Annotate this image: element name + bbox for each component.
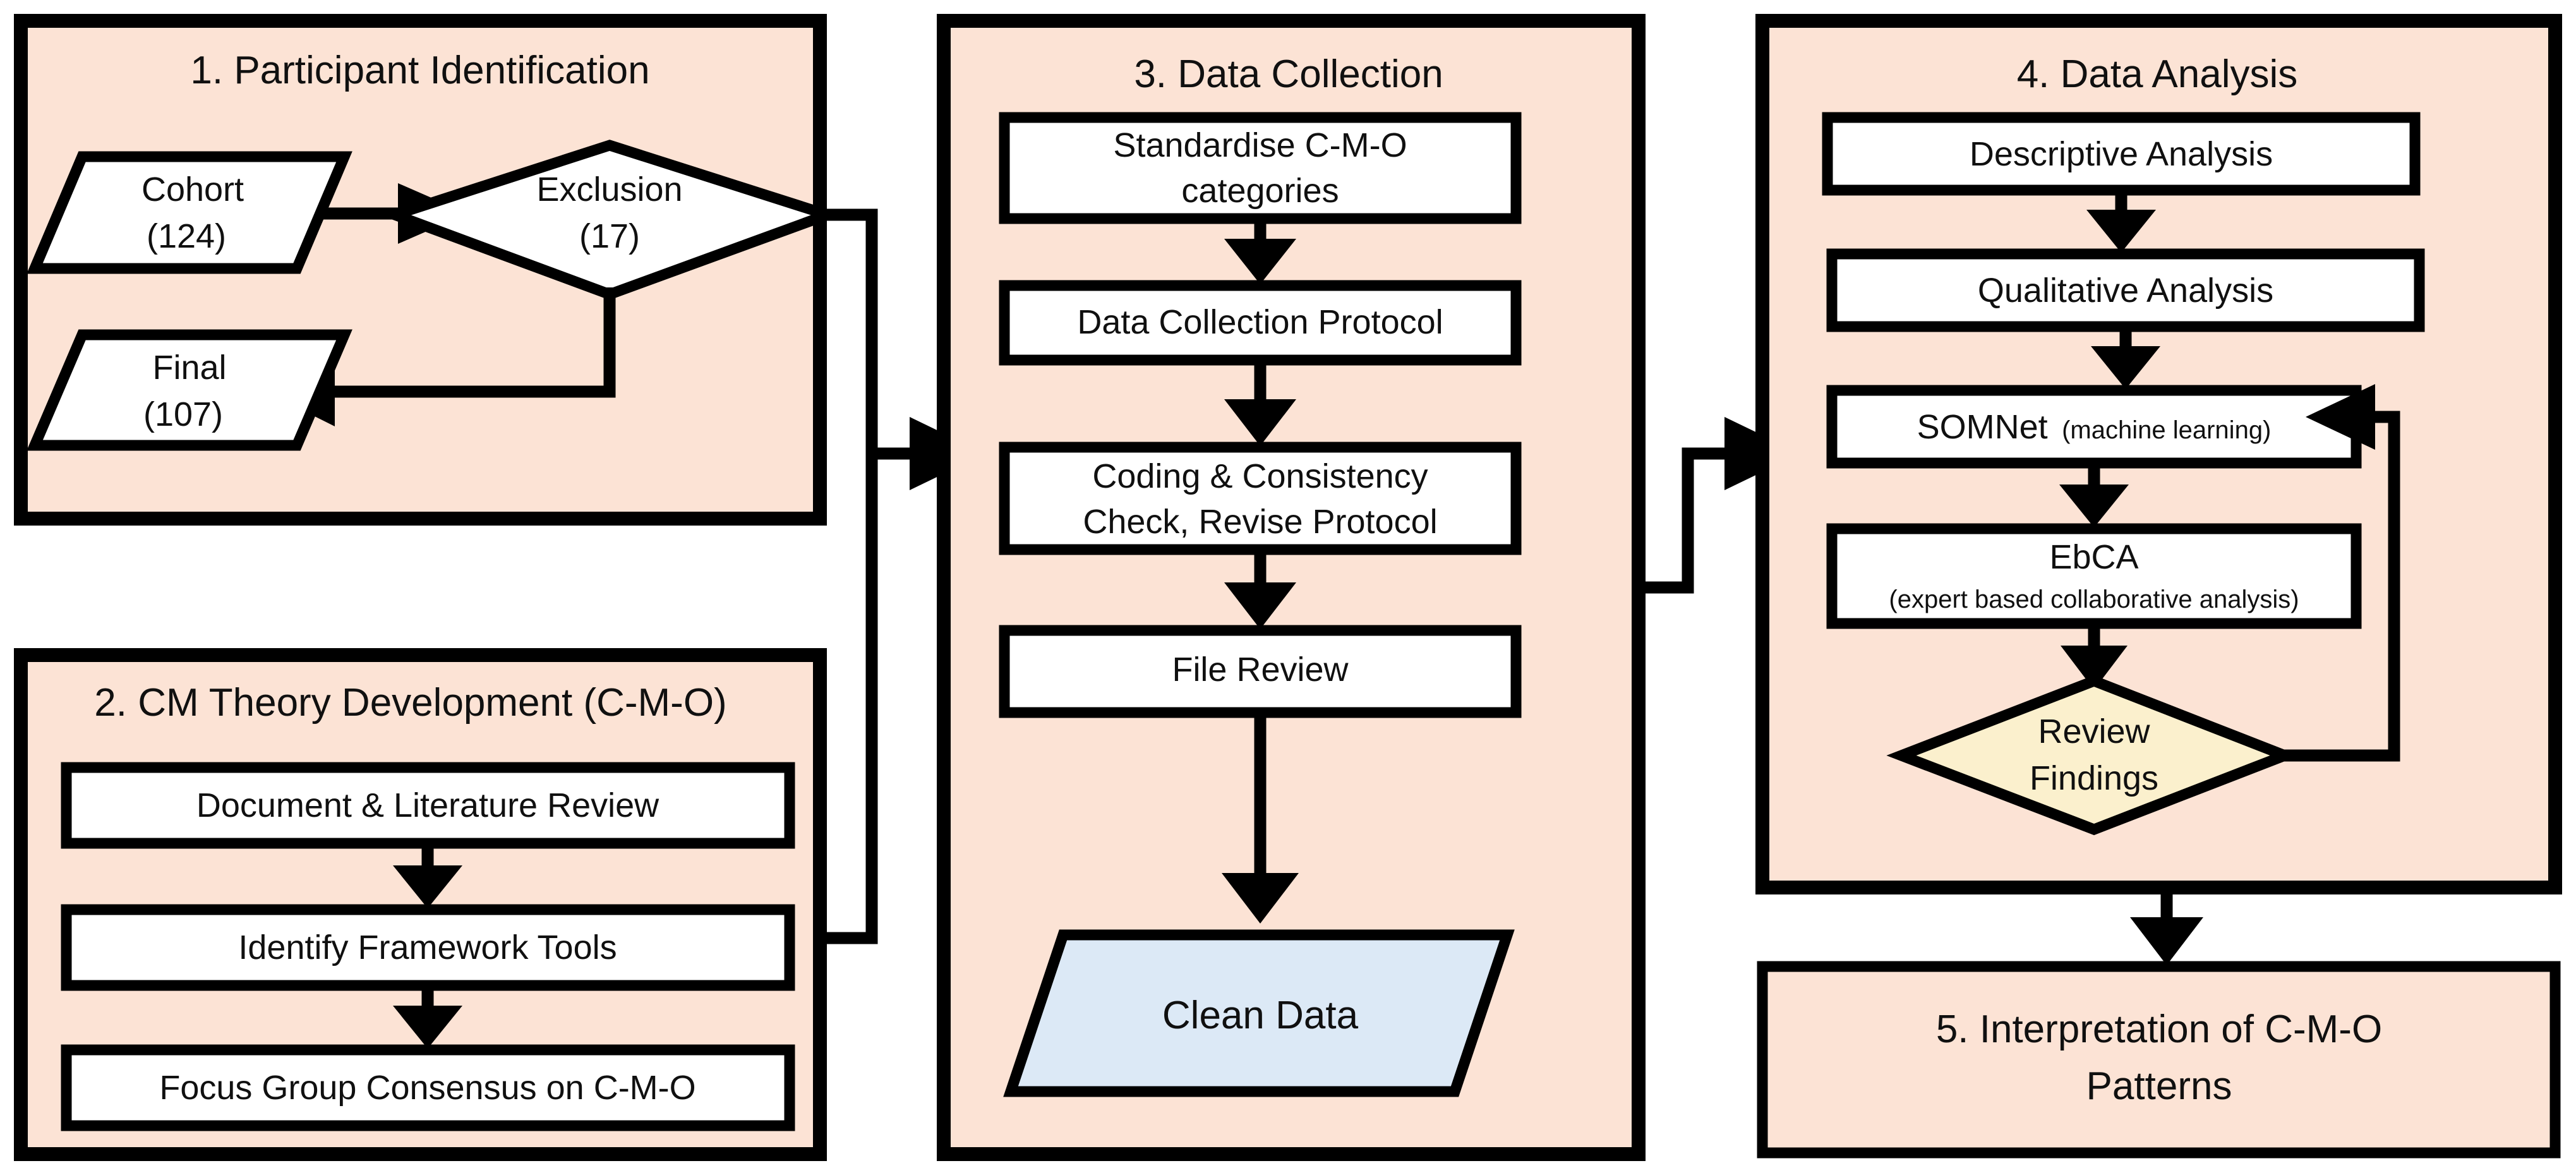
arrowhead-file-review-to-clean-data [1222, 873, 1299, 924]
node-interpretation-shape [1757, 961, 2561, 1159]
panel-data-analysis-title: 4. Data Analysis [2017, 52, 2298, 96]
connector-somnet-to-ebca [2059, 463, 2129, 527]
node-standardise-categories-shape [999, 112, 1522, 224]
node-final-line1: Final [152, 349, 226, 387]
node-qualitative-analysis-shape [1826, 248, 2425, 332]
panel-interpretation[interactable]: 5. Interpretation of C-M-O Patterns [1757, 961, 2561, 1159]
connector-qualitative-to-somnet [2091, 327, 2160, 389]
node-coding-consistency-shape [999, 442, 1522, 555]
node-document-literature-review-label: Document & Literature Review [196, 786, 659, 824]
node-exclusion-line1: Exclusion [536, 171, 682, 208]
node-clean-data-label: Clean Data [1162, 994, 1359, 1037]
node-standardise-categories-line2: categories [1181, 172, 1339, 210]
node-focus-group-consensus[interactable]: Focus Group Consensus on C-M-O [61, 1044, 795, 1131]
node-identify-framework-tools[interactable]: Identify Framework Tools [61, 904, 795, 991]
node-cohort[interactable]: Cohort (124) [27, 151, 352, 274]
connector-data-analysis-to-interpretation [2130, 888, 2203, 965]
connector-framework-to-focus-group [393, 985, 462, 1049]
arrowhead-coding-to-file-review [1224, 582, 1296, 629]
node-data-collection-protocol[interactable]: Data Collection Protocol [999, 280, 1522, 366]
panel-cm-theory-development-title: 2. CM Theory Development (C-M-O) [94, 681, 726, 725]
panel-data-analysis: 4. Data Analysis Descriptive Analysis Qu… [1755, 14, 2562, 894]
node-review-findings-shape [1886, 675, 2300, 836]
node-review-findings-line1: Review [2038, 713, 2150, 750]
arrowhead-standardise-to-protocol [1224, 239, 1296, 284]
panel-data-collection-title: 3. Data Collection [1134, 52, 1443, 96]
node-somnet-label: SOMNet (machine learning) [1917, 408, 2272, 446]
arrowhead-qualitative-to-somnet [2091, 346, 2160, 389]
node-file-review-label: File Review [1172, 651, 1349, 689]
arrowhead-document-to-framework [393, 865, 462, 908]
panel-data-collection: 3. Data Collection Standardise C-M-O cat… [937, 14, 1646, 1161]
node-somnet-label-sub: (machine learning) [2062, 416, 2271, 444]
node-interpretation-line1: 5. Interpretation of C-M-O [1936, 1008, 2382, 1051]
node-data-collection-protocol-label: Data Collection Protocol [1077, 303, 1443, 341]
node-focus-group-consensus-shape [61, 1044, 795, 1131]
node-final-line2: (107) [143, 395, 223, 433]
node-exclusion-line2: (17) [579, 217, 640, 255]
arrowhead-descriptive-to-qualitative [2086, 210, 2156, 253]
node-data-collection-protocol-shape [999, 280, 1522, 366]
node-cohort-shape [27, 151, 352, 274]
connector-descriptive-to-qualitative [2086, 190, 2156, 253]
connector-coding-to-file-review [1224, 550, 1296, 629]
node-qualitative-analysis[interactable]: Qualitative Analysis [1826, 248, 2425, 332]
node-coding-consistency-line1: Coding & Consistency [1092, 457, 1428, 495]
panel-participant-identification-title: 1. Participant Identification [190, 49, 649, 92]
node-descriptive-analysis-label: Descriptive Analysis [1970, 135, 2273, 173]
node-cohort-line1: Cohort [141, 171, 244, 208]
node-somnet[interactable]: SOMNet (machine learning) [1826, 385, 2362, 469]
node-clean-data[interactable]: Clean Data [1003, 929, 1515, 1097]
connector-standardise-to-protocol [1224, 219, 1296, 284]
panel-participant-identification: 1. Participant Identification Cohort (12… [14, 14, 845, 526]
arrowhead-somnet-to-ebca [2059, 485, 2129, 527]
node-file-review[interactable]: File Review [999, 625, 1522, 718]
node-standardise-categories-line1: Standardise C-M-O [1113, 126, 1407, 164]
node-coding-consistency[interactable]: Coding & Consistency Check, Revise Proto… [999, 442, 1522, 555]
node-identify-framework-tools-label: Identify Framework Tools [238, 929, 617, 966]
connector-ebca-to-review-findings [2061, 623, 2128, 690]
node-descriptive-analysis[interactable]: Descriptive Analysis [1822, 112, 2421, 196]
arrowhead-ebca-to-review-findings [2061, 646, 2128, 690]
node-ebca[interactable]: EbCA (expert based collaborative analysi… [1826, 523, 2362, 629]
node-ebca-shape [1826, 523, 2362, 629]
panel-cm-theory-development: 2. CM Theory Development (C-M-O) Documen… [14, 648, 827, 1161]
node-interpretation-line2: Patterns [2086, 1064, 2232, 1108]
node-clean-data-shape [1003, 929, 1515, 1097]
node-standardise-categories[interactable]: Standardise C-M-O categories [999, 112, 1522, 224]
node-coding-consistency-line2: Check, Revise Protocol [1083, 503, 1437, 541]
node-document-literature-review[interactable]: Document & Literature Review [61, 762, 795, 849]
connector-document-to-framework [393, 843, 462, 908]
arrowhead-into-interpretation [2130, 917, 2203, 965]
node-final[interactable]: Final (107) [27, 329, 352, 451]
connector-review-findings-feedback-to-somnet [2278, 384, 2400, 762]
arrowhead-feedback-to-somnet [2306, 384, 2375, 450]
node-final-shape [27, 329, 352, 451]
node-cohort-line2: (124) [147, 217, 226, 255]
arrowhead-framework-to-focus-group [393, 1006, 462, 1049]
node-ebca-line1: EbCA [2049, 538, 2138, 576]
node-ebca-line2: (expert based collaborative analysis) [1889, 586, 2299, 613]
node-review-findings[interactable]: Review Findings [1886, 675, 2300, 836]
node-somnet-label-main: SOMNet [1917, 408, 2048, 446]
node-review-findings-line2: Findings [2030, 759, 2158, 797]
node-file-review-shape [999, 625, 1522, 718]
connector-protocol-to-coding [1224, 360, 1296, 446]
node-qualitative-analysis-label: Qualitative Analysis [1978, 272, 2273, 310]
node-focus-group-consensus-label: Focus Group Consensus on C-M-O [159, 1069, 695, 1107]
node-exclusion[interactable]: Exclusion (17) [378, 140, 845, 301]
arrowhead-protocol-to-coding [1224, 399, 1296, 446]
connector-file-review-to-clean-data [1222, 713, 1299, 924]
